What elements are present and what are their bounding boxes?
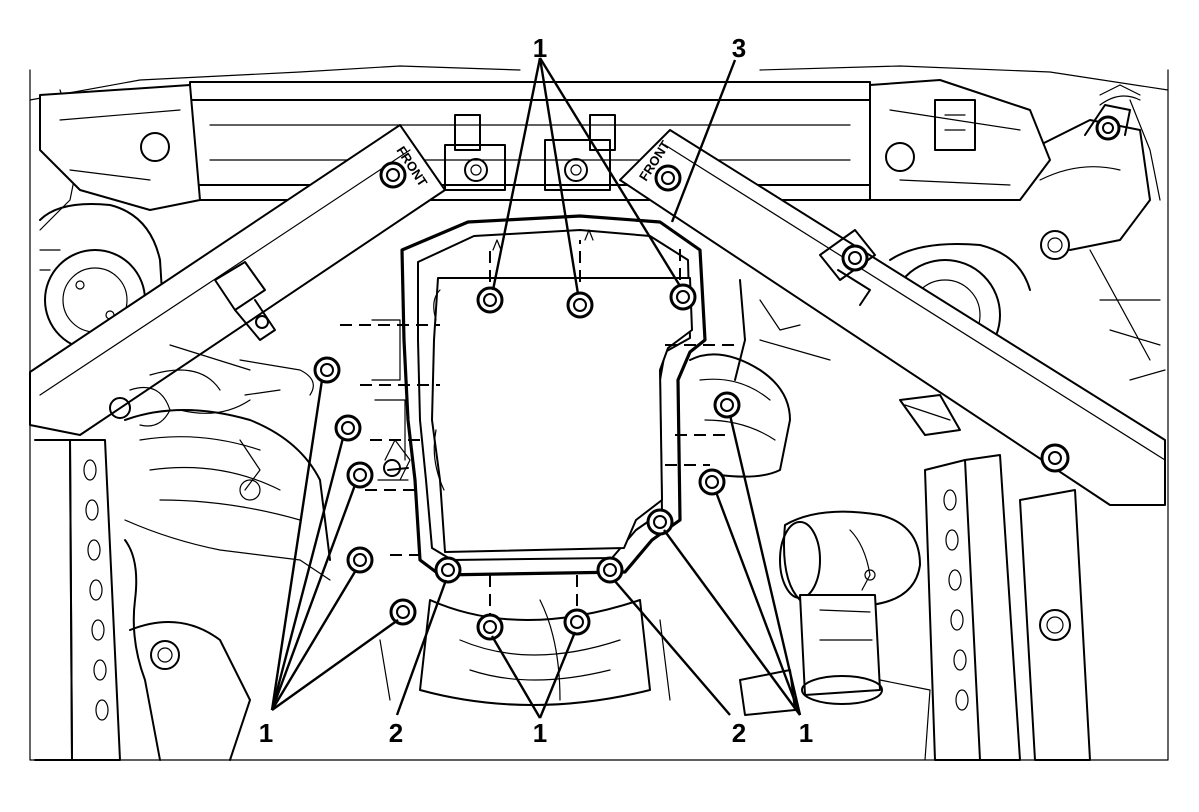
bolt [713, 391, 741, 419]
callouts: 1 3 1 2 1 2 1 [259, 33, 813, 748]
bolt [389, 598, 417, 626]
callout-left-special-bolt: 2 [389, 718, 403, 748]
right-diagonal-brace: FRONT [619, 129, 1166, 506]
front-crossmember [39, 79, 1051, 211]
callout-right-bolts: 1 [799, 718, 813, 748]
callout-left-bolts: 1 [259, 718, 273, 748]
bolt [346, 461, 374, 489]
bolt [476, 613, 504, 641]
pan-bolts [313, 283, 741, 641]
bolt [346, 546, 374, 574]
bolt [563, 608, 591, 636]
bolt [596, 556, 624, 584]
callout-oil-pan: 3 [732, 33, 746, 63]
callout-bottom-bolts: 1 [533, 718, 547, 748]
leader-lines [270, 57, 802, 719]
callout-top-bolts: 1 [533, 33, 547, 63]
bolt [669, 283, 697, 311]
bolt [313, 356, 341, 384]
bolt [434, 556, 462, 584]
bolt [566, 291, 594, 319]
transmission-oil-pan [340, 214, 740, 615]
bolt [698, 468, 726, 496]
bolt [646, 508, 674, 536]
background-structure [29, 65, 1169, 761]
callout-right-special-bolt: 2 [732, 718, 746, 748]
hardware-bolts [379, 115, 1121, 473]
bolt [476, 286, 504, 314]
bolt [334, 414, 362, 442]
